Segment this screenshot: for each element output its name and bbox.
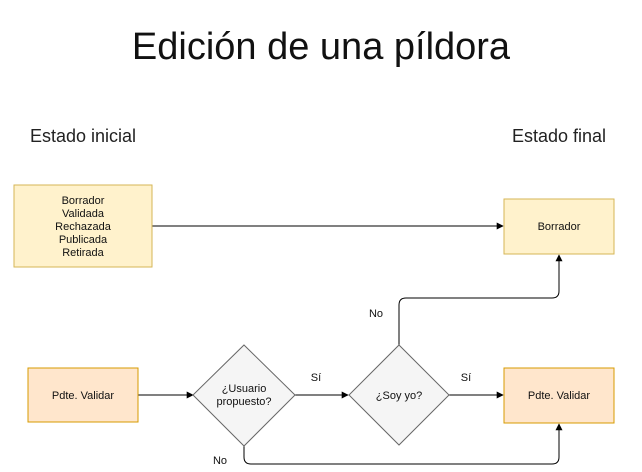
final-pending-label: Pdte. Validar [528, 390, 591, 402]
decision-me-label: ¿Soy yo? [376, 390, 422, 402]
decision-user-line-1: ¿Usuario [222, 383, 267, 395]
edge-label-me-no: No [369, 308, 383, 320]
final-draft-label: Borrador [538, 221, 581, 233]
initial-state-2: Rechazada [55, 221, 112, 233]
edge-label-user-yes: Sí [311, 372, 321, 384]
decision-user-proposed: ¿Usuario propuesto? [192, 344, 296, 447]
initial-state-label: Estado inicial [30, 126, 137, 146]
initial-state-1: Validada [62, 208, 105, 220]
initial-state-3: Publicada [59, 234, 108, 246]
node-final-pending: Pdte. Validar [503, 367, 615, 424]
edge-label-me-yes: Sí [461, 372, 471, 384]
edge-me-no [398, 254, 563, 345]
decision-is-me: ¿Soy yo? [348, 344, 450, 446]
edge-label-user-no: No [213, 455, 227, 467]
decision-user-line-2: propuesto? [216, 396, 271, 408]
node-final-draft: Borrador [503, 198, 615, 255]
node-initial-pending: Pdte. Validar [27, 367, 139, 423]
initial-pending-label: Pdte. Validar [52, 390, 115, 402]
initial-state-0: Borrador [62, 195, 105, 207]
node-initial-states: Borrador Validada Rechazada Publicada Re… [13, 184, 153, 268]
final-state-label: Estado final [512, 126, 607, 146]
initial-state-4: Retirada [62, 247, 104, 259]
page-title: Edición de una píldora [131, 26, 511, 68]
edge-user-no [243, 423, 563, 465]
